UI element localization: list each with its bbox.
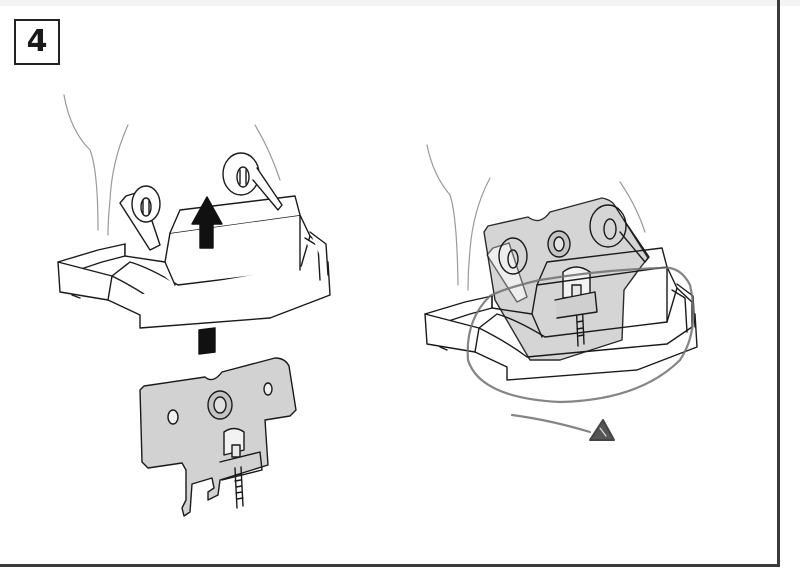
guide-lines-right	[426, 144, 646, 291]
highlight-circle	[466, 266, 695, 404]
step-number-box: 4	[14, 19, 60, 65]
left-ear-tab	[119, 185, 161, 251]
up-arrow-icon	[191, 196, 223, 249]
warning-triangle-icon	[589, 419, 615, 441]
mounting-bracket	[139, 357, 297, 517]
left-illustration	[57, 94, 331, 517]
right-illustration	[424, 144, 698, 441]
instruction-frame	[0, 0, 780, 567]
step-number: 4	[26, 24, 48, 59]
left-ear-tab-right	[486, 237, 528, 303]
rack-foot-left	[57, 195, 331, 329]
guide-lines	[63, 94, 281, 236]
insert-arrow-icon	[198, 327, 216, 355]
page-top-edge	[0, 0, 800, 6]
right-ear-tab-right	[589, 204, 650, 263]
pointer-line	[510, 413, 592, 434]
right-ear-tab	[222, 152, 283, 211]
rack-foot-right	[424, 247, 698, 381]
